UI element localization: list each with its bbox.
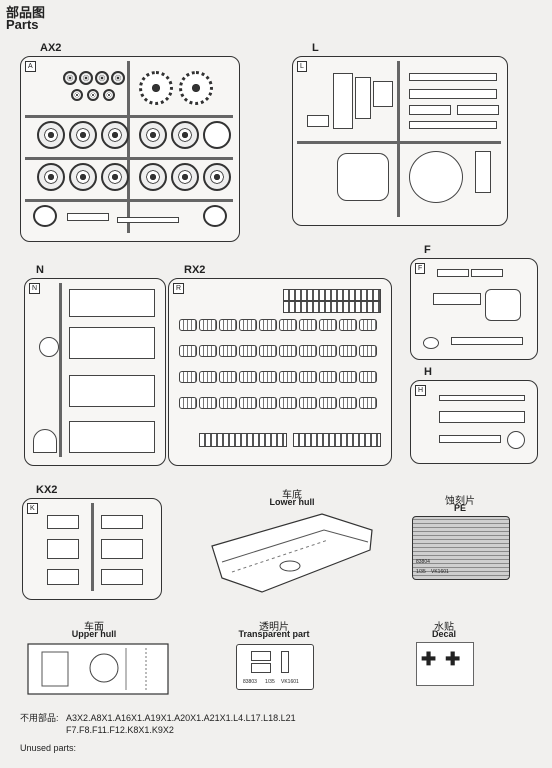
track-link: [319, 345, 337, 357]
track-link: [179, 345, 197, 357]
sprue-f-label: F: [424, 244, 431, 256]
sprue-n-label: N: [36, 264, 44, 276]
track-link: [179, 397, 197, 409]
page-title-en: Parts: [6, 17, 39, 32]
transparent-code: 83803: [243, 679, 257, 685]
track-link: [199, 371, 217, 383]
pe-code: 83804: [416, 559, 430, 565]
decal-label-cn: 水贴: [434, 622, 454, 633]
sprue-r-tag: R: [173, 283, 185, 294]
sprocket-icon: [139, 71, 173, 105]
sprue-r-label: RX2: [184, 264, 206, 276]
sprue-a-tag: A: [25, 61, 36, 72]
unused-list-line2: F7.F8.F11.F12.K8X1.K9X2: [66, 725, 174, 735]
track-link: [279, 319, 297, 331]
track-link: [339, 345, 357, 357]
track-link: [219, 345, 237, 357]
transparent-label-en: Transparent part: [238, 629, 310, 639]
sprue-n-tag: N: [29, 283, 41, 294]
track-link: [239, 371, 257, 383]
track-link: [339, 371, 357, 383]
transparent-sprue: 83803 1/35 VK1601: [236, 644, 314, 690]
sprue-h-label: H: [424, 366, 432, 378]
pe-label-en: PE: [453, 503, 466, 513]
decal-sheet: ✚ ✚: [416, 642, 474, 686]
transparent-scale: 1/35: [265, 679, 275, 685]
track-link: [339, 319, 357, 331]
pe-label-cn: 蚀刻片: [445, 496, 475, 507]
lower-hull-label-cn: 车底: [282, 490, 302, 501]
sprue-f-tag: F: [415, 263, 426, 274]
track-link: [219, 371, 237, 383]
track-link: [319, 397, 337, 409]
track-link: [239, 319, 257, 331]
upper-hull-drawing: [27, 643, 169, 695]
sprue-k-label: KX2: [36, 484, 58, 496]
lower-hull-label-en: Lower hull: [269, 497, 315, 507]
sprue-h-tag: H: [415, 385, 427, 396]
track-link: [239, 397, 257, 409]
track-link: [359, 371, 377, 383]
sprocket-icon: [179, 71, 213, 105]
track-link: [279, 397, 297, 409]
unused-label-en: Unused parts:: [20, 743, 77, 753]
track-link: [199, 397, 217, 409]
track-link: [319, 319, 337, 331]
balkenkreuz-icon: ✚ ✚: [421, 649, 463, 669]
track-link: [259, 371, 277, 383]
pe-fret: 83804 1/35 VK1601: [412, 516, 510, 580]
track-link: [259, 319, 277, 331]
transparent-ref: VK1601: [281, 679, 299, 685]
sprue-a-label: AX2: [40, 42, 62, 54]
track-link: [319, 371, 337, 383]
sprue-a: A: [20, 56, 240, 242]
lower-hull-drawing: [211, 513, 373, 593]
track-link: [299, 319, 317, 331]
track-link: [179, 319, 197, 331]
sprue-l-tag: L: [297, 61, 307, 72]
track-link: [239, 345, 257, 357]
upper-hull-label-en: Upper hull: [71, 629, 117, 639]
sprue-l-label: L: [312, 42, 319, 54]
track-link: [339, 397, 357, 409]
track-link: [359, 345, 377, 357]
sprue-k: K: [22, 498, 162, 600]
transparent-label-cn: 透明片: [259, 622, 289, 633]
track-link: [299, 371, 317, 383]
page-title-cn: 部品图: [6, 5, 46, 20]
track-link: [359, 397, 377, 409]
pe-ref: VK1601: [431, 569, 449, 575]
pe-scale: 1/35: [416, 569, 426, 575]
sprue-f: F: [410, 258, 538, 360]
unused-label-cn: 不用部品:: [20, 713, 59, 723]
track-link: [199, 319, 217, 331]
track-link: [219, 319, 237, 331]
unused-list-line1: A3X2.A8X1.A16X1.A19X1.A20X1.A21X1.L4.L17…: [66, 713, 296, 723]
track-link: [279, 371, 297, 383]
track-link: [279, 345, 297, 357]
sprue-r: R: [168, 278, 392, 466]
track-link: [259, 345, 277, 357]
track-link: [299, 397, 317, 409]
track-link: [219, 397, 237, 409]
track-link: [259, 397, 277, 409]
track-link: [199, 345, 217, 357]
sprue-n: N: [24, 278, 166, 466]
sprue-k-tag: K: [27, 503, 38, 514]
track-link: [299, 345, 317, 357]
track-link: [359, 319, 377, 331]
sprue-h: H: [410, 380, 538, 464]
decal-label-en: Decal: [431, 629, 457, 639]
upper-hull-label-cn: 车面: [84, 622, 104, 633]
sprue-l: L: [292, 56, 508, 226]
track-link: [179, 371, 197, 383]
